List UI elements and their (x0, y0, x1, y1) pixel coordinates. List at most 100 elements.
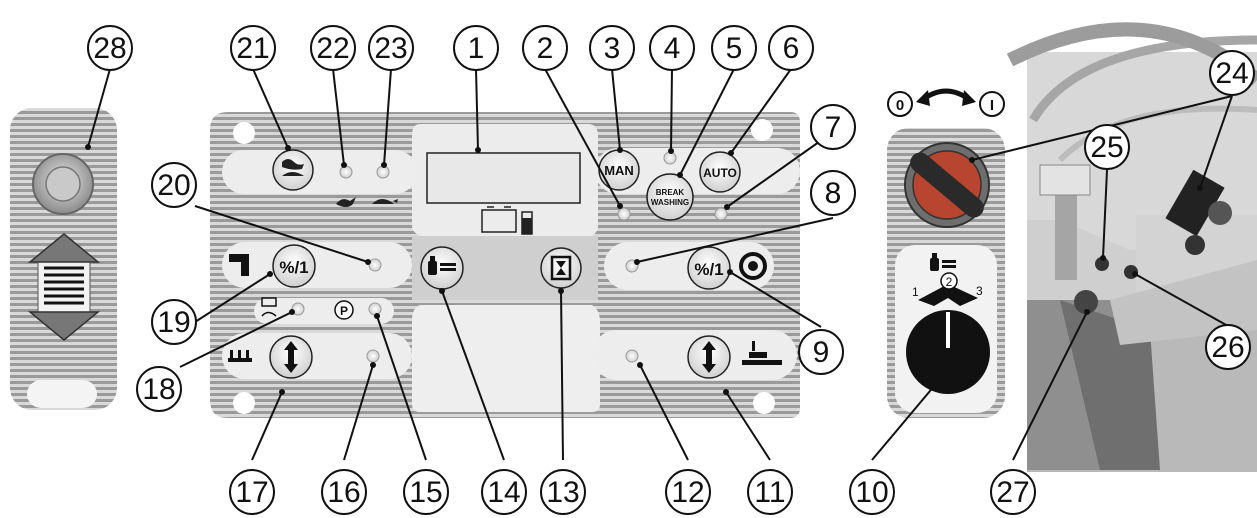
callout-number: 7 (825, 111, 842, 144)
callout-5: 5 (711, 25, 757, 71)
key-switch-indicator: 0 I (887, 88, 1005, 117)
callout-circle (522, 25, 568, 71)
callout-circle (310, 25, 356, 71)
side-control-strip (10, 108, 117, 410)
callout-number: 27 (996, 476, 1029, 509)
water-level-icon (521, 211, 533, 235)
callout-number: 18 (142, 373, 175, 406)
callout-number: 25 (1090, 131, 1123, 164)
man-button-label: MAN (604, 163, 634, 178)
callout-23: 23 (368, 25, 414, 71)
up-down-rocker-switch[interactable] (27, 233, 101, 341)
callout-circle (768, 25, 814, 71)
callout-14: 14 (481, 469, 527, 515)
callout-circle (151, 299, 197, 345)
hourglass-icon (550, 255, 572, 281)
battery-icon (481, 206, 517, 233)
water-flow-label: %/1 (279, 258, 308, 277)
callout-circle (649, 25, 695, 71)
led-brush-down (625, 349, 639, 363)
callout-number: 13 (546, 476, 579, 509)
callout-number: 8 (825, 177, 842, 210)
callout-circle (229, 469, 275, 515)
callout-number: 16 (327, 476, 360, 509)
callout-15: 15 (403, 469, 449, 515)
callout-circle (87, 25, 133, 71)
hare-icon (336, 197, 356, 207)
callout-circle (747, 469, 793, 515)
display-screen (426, 152, 581, 204)
callout-circle (810, 104, 856, 150)
callout-circle (990, 469, 1036, 515)
leader-lines (87, 68, 1233, 461)
auto-button[interactable]: AUTO (699, 151, 741, 193)
callout-22: 22 (310, 25, 356, 71)
callout-number: 6 (783, 32, 800, 65)
callout-circle (711, 25, 757, 71)
brush-motor-button[interactable] (420, 246, 464, 290)
selector-motor-icon (930, 253, 956, 271)
callout-1: 1 (453, 25, 499, 71)
timer-button[interactable] (540, 247, 582, 289)
callout-6: 6 (768, 25, 814, 71)
callout-number: 1 (468, 32, 485, 65)
callout-number: 12 (671, 476, 704, 509)
selector-number-3: 3 (976, 284, 983, 298)
selector-number-1: 1 (912, 285, 919, 299)
ignition-key-switch[interactable] (904, 142, 990, 228)
callout-19: 19 (151, 299, 197, 345)
callout-number: 9 (813, 336, 830, 369)
detergent-button[interactable]: %/1 (687, 246, 731, 290)
callout-7: 7 (810, 104, 856, 150)
callout-number: 15 (409, 476, 442, 509)
parking-icon: P (334, 300, 354, 320)
key-on-label: I (990, 97, 994, 114)
key-off-label: 0 (896, 97, 904, 114)
auto-button-label: AUTO (703, 166, 737, 180)
brush-up-down-button[interactable] (687, 335, 731, 379)
callout-circle (321, 469, 367, 515)
callout-number: 3 (604, 32, 621, 65)
joystick-icon (1055, 180, 1077, 280)
callout-circle (151, 162, 197, 208)
callout-number: 17 (235, 476, 268, 509)
callout-12: 12 (665, 469, 711, 515)
callout-circle (1209, 50, 1255, 96)
speed-mode-button[interactable] (272, 149, 314, 191)
callout-27: 27 (990, 469, 1036, 515)
callout-circle (665, 469, 711, 515)
led-parking (368, 302, 382, 316)
up-down-arrow-icon (284, 341, 298, 373)
callout-circle (481, 469, 527, 515)
callout-circle (798, 329, 844, 375)
callout-13: 13 (540, 469, 586, 515)
man-button[interactable]: MAN (598, 149, 640, 191)
callout-number: 23 (374, 32, 407, 65)
motor-icon (428, 256, 456, 275)
water-flow-button[interactable]: %/1 (272, 244, 316, 288)
callout-circle (1084, 124, 1130, 170)
callout-2: 2 (522, 25, 568, 71)
led-auto (714, 207, 728, 221)
brush-pressure-knob[interactable] (906, 310, 990, 394)
tap-icon (229, 254, 249, 276)
squeegee-lift-icon (228, 350, 252, 362)
callout-number: 11 (754, 476, 785, 509)
callout-number: 22 (316, 32, 349, 65)
squeegee-icon (261, 297, 277, 317)
callout-21: 21 (230, 25, 276, 71)
callout-circle (540, 469, 586, 515)
callout-3: 3 (589, 25, 635, 71)
squeegee-up-down-button[interactable] (269, 335, 313, 379)
callout-8: 8 (810, 170, 856, 216)
callout-circle (849, 469, 895, 515)
led-squeegee-down (366, 349, 380, 363)
break-washing-button[interactable]: BREAK WASHING (646, 173, 694, 221)
leader-arrowheads (85, 144, 1203, 395)
callout-17: 17 (229, 469, 275, 515)
callout-9: 9 (798, 329, 844, 375)
up-down-arrow-icon (702, 341, 716, 373)
callout-number: 4 (664, 32, 681, 65)
